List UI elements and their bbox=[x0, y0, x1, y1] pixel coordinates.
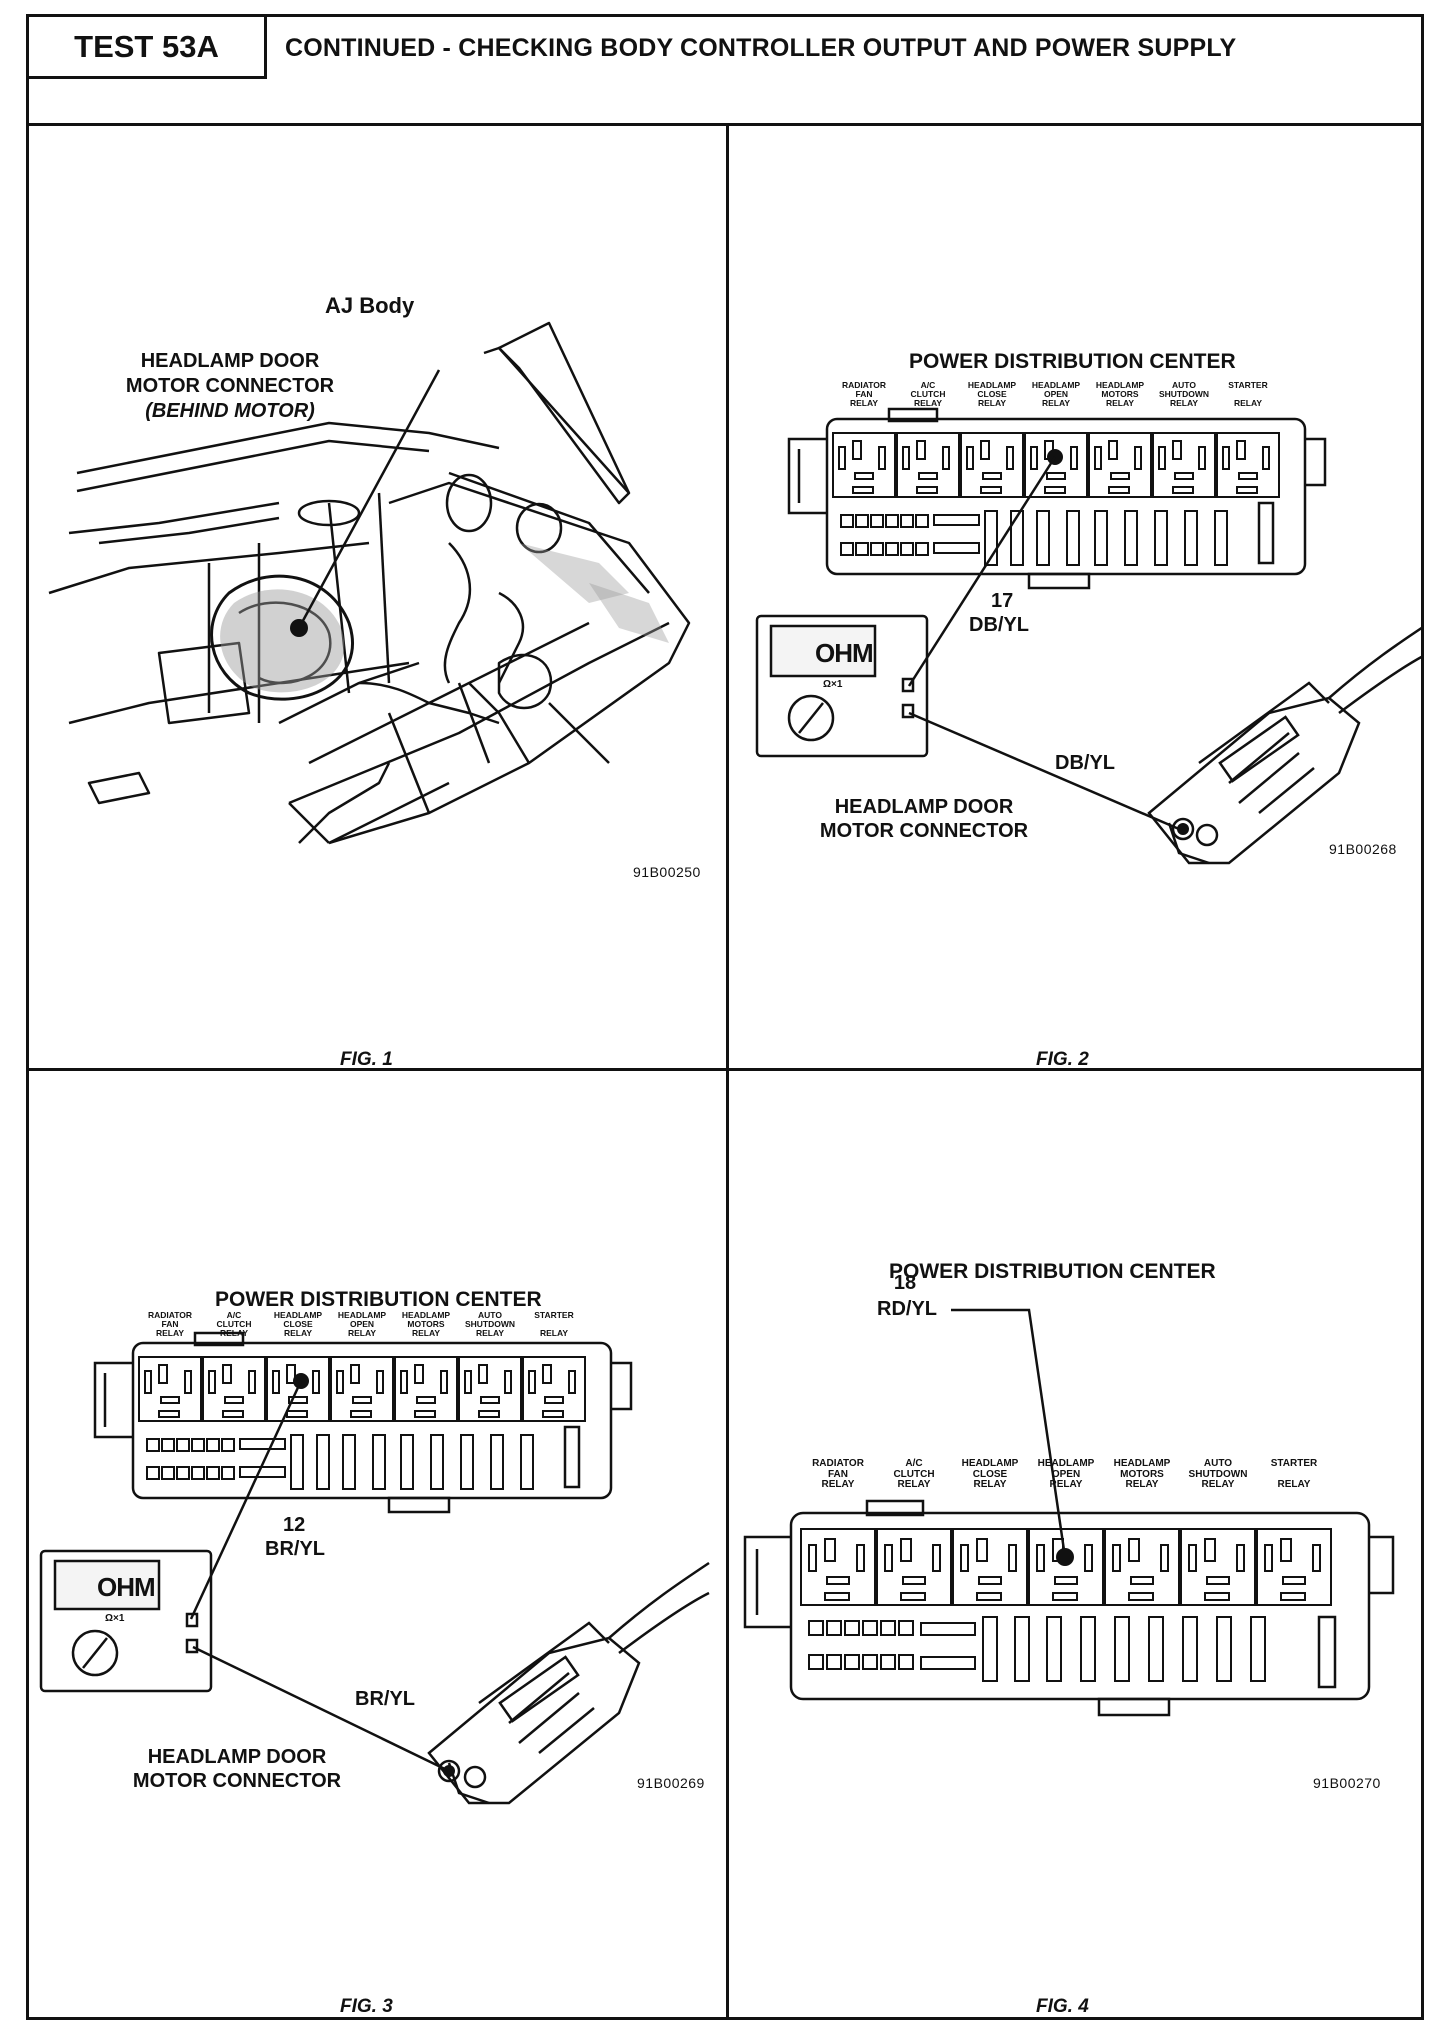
cavity-number: 18 bbox=[893, 1272, 917, 1294]
pdc-title: POWER DISTRIBUTION CENTER bbox=[909, 350, 1236, 373]
pdc-meter-illustration bbox=[755, 407, 1424, 865]
figure-caption: FIG. 2 bbox=[1036, 1049, 1089, 1070]
figure-caption: FIG. 4 bbox=[1036, 1996, 1089, 2017]
headlamp-door-connector bbox=[1147, 624, 1424, 865]
relay-row bbox=[800, 1528, 1332, 1606]
ohmmeter bbox=[39, 1549, 213, 1693]
figure-code: 91B00270 bbox=[1313, 1775, 1381, 1791]
figure-code: 91B00269 bbox=[637, 1775, 705, 1791]
test-id: TEST 53A bbox=[29, 17, 267, 79]
connector-label-line2: MOTOR CONNECTOR bbox=[132, 1770, 342, 1792]
page-title: CONTINUED - CHECKING BODY CONTROLLER OUT… bbox=[285, 33, 1237, 62]
fuse-block bbox=[808, 1616, 1266, 1682]
horizontal-divider bbox=[29, 1068, 1421, 1071]
figure-code: 91B00250 bbox=[633, 864, 701, 880]
connector-label-line1: HEADLAMP DOOR bbox=[147, 1746, 327, 1768]
pdc-meter-illustration bbox=[39, 1331, 710, 1805]
wire-color-top: DB/YL bbox=[969, 614, 1029, 636]
connector-label-line1: HEADLAMP DOOR bbox=[140, 350, 320, 372]
connector-label-line2: MOTOR CONNECTOR bbox=[125, 375, 335, 397]
diagram-page: TEST 53A CONTINUED - CHECKING BODY CONTR… bbox=[26, 14, 1424, 2020]
connector-label-line1: HEADLAMP DOOR bbox=[834, 796, 1014, 818]
connector-label-line3: (BEHIND MOTOR) bbox=[145, 400, 315, 422]
wire-color: RD/YL bbox=[877, 1298, 937, 1320]
body-label: AJ Body bbox=[325, 293, 415, 318]
meter-display: OHM bbox=[815, 638, 874, 668]
figure-caption: FIG. 1 bbox=[340, 1049, 393, 1070]
figure-code: 91B00268 bbox=[1329, 841, 1397, 857]
pdc-title: POWER DISTRIBUTION CENTER bbox=[889, 1260, 1216, 1283]
figure-1-panel: AJ Body HEADLAMP DOOR MOTOR CONNECTOR (B… bbox=[29, 123, 726, 1070]
wire-color: BR/YL bbox=[355, 1688, 415, 1710]
pdc-title: POWER DISTRIBUTION CENTER bbox=[215, 1288, 542, 1311]
fuse-block bbox=[146, 1434, 534, 1490]
figure-4-panel: POWER DISTRIBUTION CENTER 18 RD/YL RADIA… bbox=[729, 1071, 1424, 2020]
car-front-illustration bbox=[48, 321, 691, 845]
header: TEST 53A CONTINUED - CHECKING BODY CONTR… bbox=[29, 17, 1421, 126]
meter-scale: Ω×1 bbox=[105, 1613, 125, 1624]
cavity-number: 17 bbox=[991, 590, 1014, 612]
headlamp-door-connector bbox=[427, 1561, 710, 1805]
pdc-illustration bbox=[743, 1308, 1395, 1717]
meter-display: OHM bbox=[97, 1572, 156, 1602]
figure-caption: FIG. 3 bbox=[340, 1996, 393, 2017]
fuse-block bbox=[840, 510, 1228, 566]
wire-color: DB/YL bbox=[1055, 752, 1115, 774]
connector-label-line2: MOTOR CONNECTOR bbox=[819, 820, 1029, 842]
vertical-divider bbox=[726, 123, 729, 2020]
wire-color-top: BR/YL bbox=[265, 1538, 325, 1560]
relay-row bbox=[832, 432, 1280, 498]
ohmmeter bbox=[755, 614, 929, 758]
relay-row bbox=[138, 1356, 586, 1422]
cavity-number: 12 bbox=[283, 1514, 306, 1536]
meter-scale: Ω×1 bbox=[823, 679, 843, 690]
